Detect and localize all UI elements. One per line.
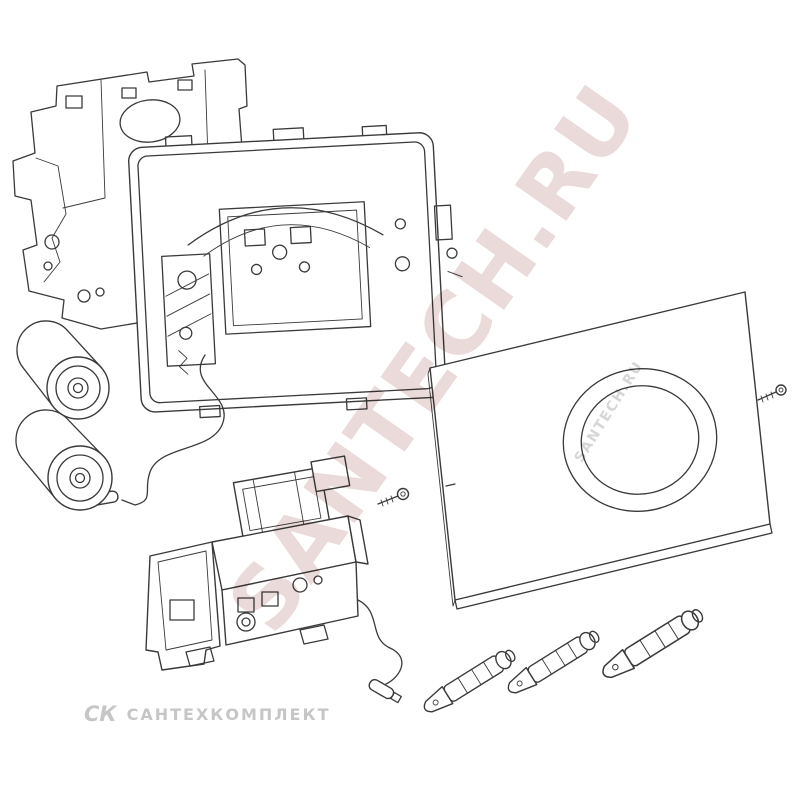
flush-button: [562, 368, 718, 512]
mounting-bolt-3: [602, 609, 704, 679]
servo-control-unit: [145, 455, 369, 671]
battery-1: [16, 320, 110, 420]
mounting-bolt-2: [507, 630, 600, 694]
frame-mounting-module: [128, 124, 463, 419]
fixing-screw-right: [757, 384, 787, 403]
servo-cable: [357, 599, 403, 704]
actuator-flush-plate: [427, 291, 773, 610]
fixing-screw-center: [377, 487, 410, 507]
mounting-bolt-1: [423, 649, 516, 713]
battery-2: [15, 409, 113, 511]
